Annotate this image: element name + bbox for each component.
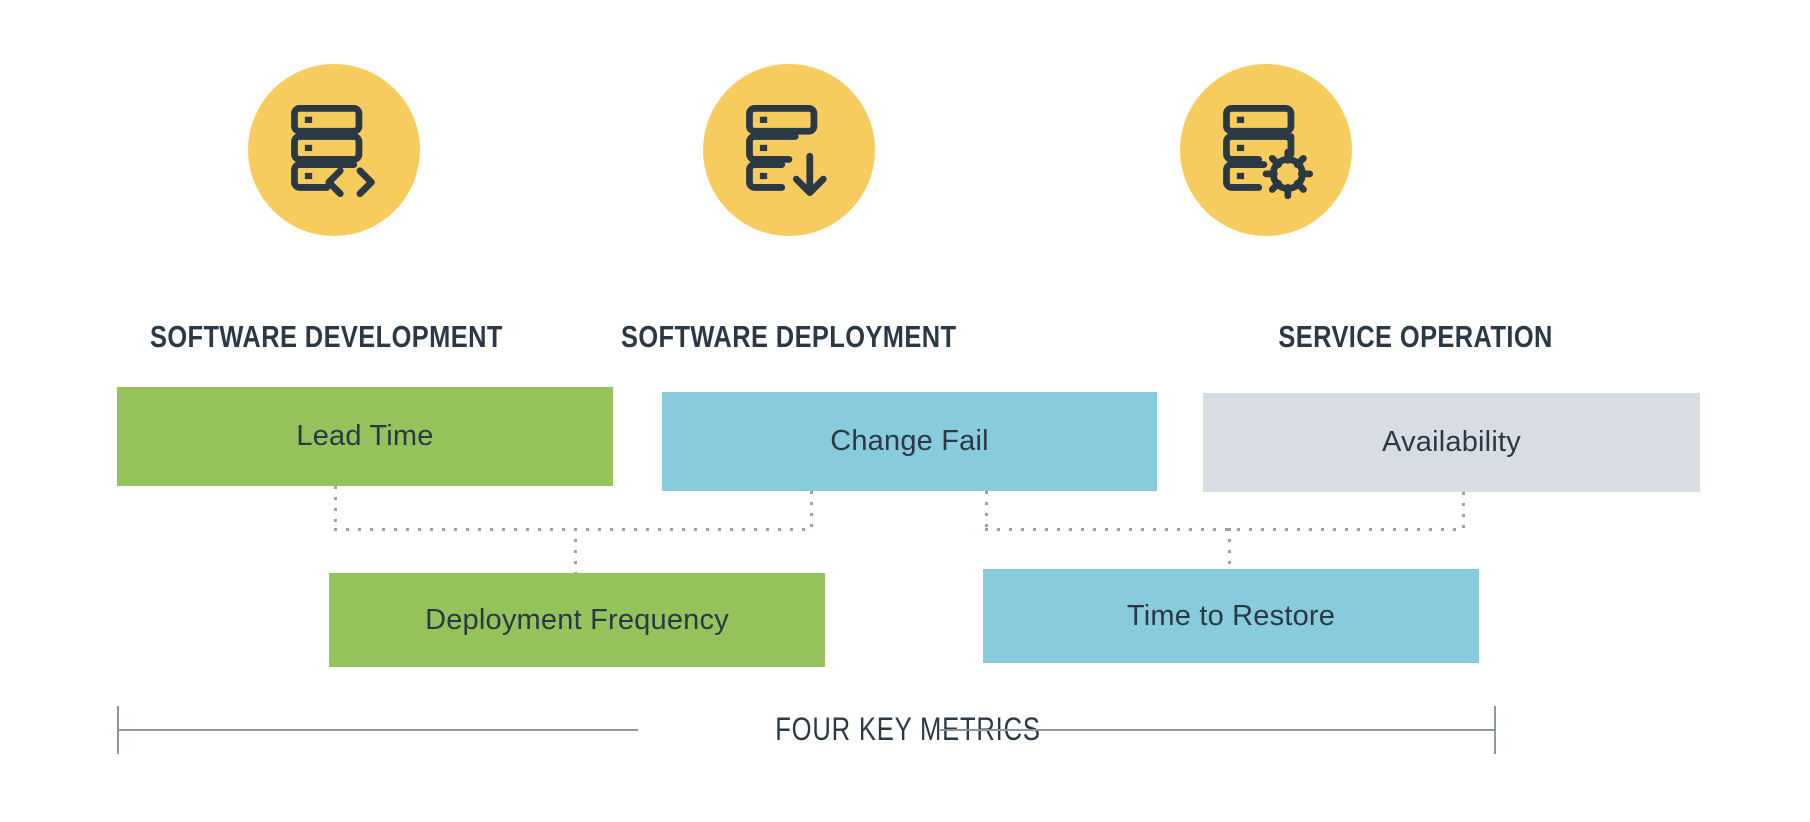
metric-bar-change-fail[interactable]: Change Fail [662,392,1157,491]
heading-software-development: SOFTWARE DEVELOPMENT [150,319,503,354]
icon-circle-service-operation [1180,64,1352,236]
heading-service-operation: SERVICE OPERATION [1278,319,1553,354]
connector-left-spine [334,528,813,531]
icon-circle-software-development [248,64,420,236]
connector-right-spine [985,528,1465,531]
connector-lead-time-drop [334,486,337,531]
server-gear-icon [1223,105,1314,200]
metric-bar-label: Time to Restore [1126,599,1336,632]
server-download-icon [746,105,827,197]
heading-software-deployment: SOFTWARE DEPLOYMENT [621,319,957,354]
connector-time-to-restore-drop [1228,528,1231,572]
bracket-cap-right [1494,706,1496,754]
metric-bar-label: Availability [1382,426,1521,458]
server-code-icon [291,105,375,198]
metric-bar-label: Lead Time [296,420,434,452]
icon-circle-software-deployment [703,64,875,236]
metric-bar-label: Deployment Frequency [425,603,729,636]
metric-bar-availability[interactable]: Availability [1203,393,1700,492]
bracket-line-right [940,729,1495,731]
metric-bar-lead-time[interactable]: Lead Time [117,387,613,486]
connector-availability-drop [1462,492,1465,531]
metric-bar-label: Change Fail [830,425,989,457]
metric-bar-deployment-frequency[interactable]: Deployment Frequency [329,573,825,667]
bracket-line-left [117,729,638,731]
metric-bar-time-to-restore[interactable]: Time to Restore [983,569,1479,663]
connector-deployment-frequency-drop [574,528,577,575]
connector-change-fail-right-drop [985,491,988,531]
connector-change-fail-left-drop [810,491,813,531]
